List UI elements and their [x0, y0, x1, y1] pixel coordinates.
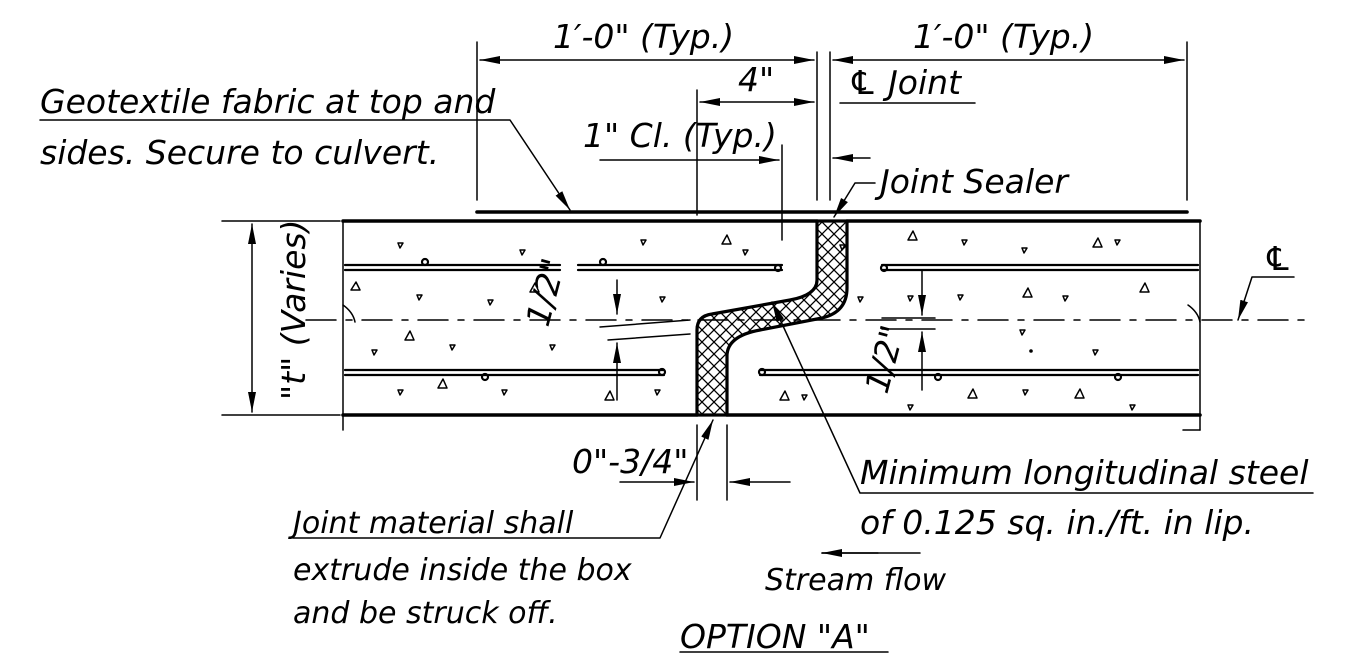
dim-half-bottom-label: 1/2" [857, 321, 912, 397]
dim-1in-cl-label: 1" Cl. (Typ.) [583, 116, 777, 155]
joint-material-label-line1: Joint material shall [288, 506, 574, 541]
min-steel-label-line1: Minimum longitudinal steel [860, 453, 1308, 492]
min-steel-label-line2: of 0.125 sq. in./ft. in lip. [860, 503, 1254, 542]
option-title: OPTION "A" [680, 617, 870, 656]
joint-sealer-label: Joint Sealer [874, 162, 1070, 201]
dim-left-1ft-label: 1′-0" (Typ.) [553, 17, 734, 56]
extension-lines [221, 41, 1188, 501]
aggregate-marks [350, 230, 1150, 411]
left-slab [341, 219, 819, 431]
stream-flow-label: Stream flow [765, 563, 946, 598]
centerline-joint-label: ℄ Joint [848, 63, 962, 102]
dim-right-1ft-label: 1′-0" (Typ.) [913, 17, 1094, 56]
geotextile-label-line2: sides. Secure to culvert. [40, 133, 439, 172]
rebar-layout [343, 257, 1200, 382]
joint-filler-material [695, 219, 849, 417]
right-slab [725, 219, 1202, 431]
dim-4in-label: 4" [738, 60, 774, 99]
joint-material-label-line2: extrude inside the box [293, 553, 632, 588]
leader-lines [39, 102, 1314, 653]
geotextile-label-line1: Geotextile fabric at top and [40, 82, 496, 121]
centerline-symbol-label: ℄ [1263, 239, 1293, 278]
joint-material-label-line3: and be struck off. [293, 596, 558, 631]
dim-thickness-label: "t" (Varies) [274, 220, 313, 400]
dim-gap-label: 0"-3/4" [572, 442, 688, 481]
callout-labels: ℄ Joint Joint Sealer Geotextile fabric a… [40, 63, 1308, 656]
dimension-lines [248, 56, 1201, 486]
